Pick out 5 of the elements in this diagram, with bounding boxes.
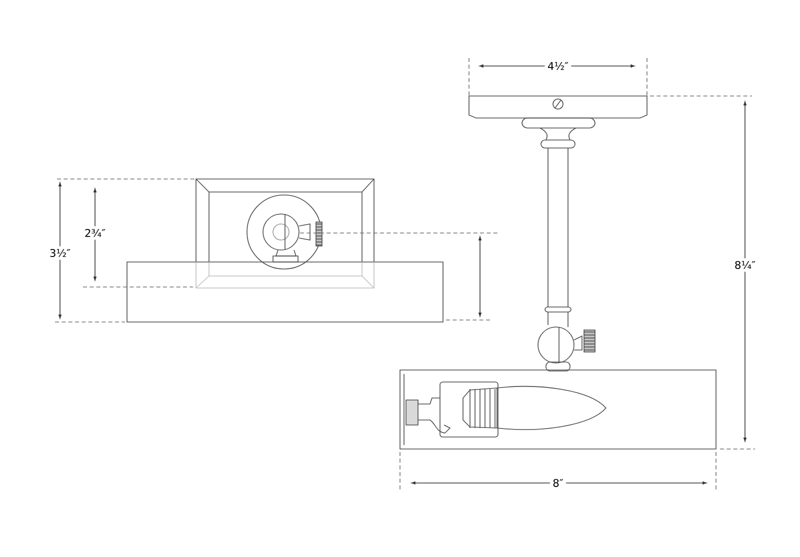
dimension-label: 8¼″ <box>732 258 758 272</box>
dimension-label: 4½″ <box>544 59 572 73</box>
dimension-label: 8″ <box>550 476 566 490</box>
dimension-label: 2¾″ <box>82 226 108 240</box>
dimension-label: 3½″ <box>46 246 74 260</box>
